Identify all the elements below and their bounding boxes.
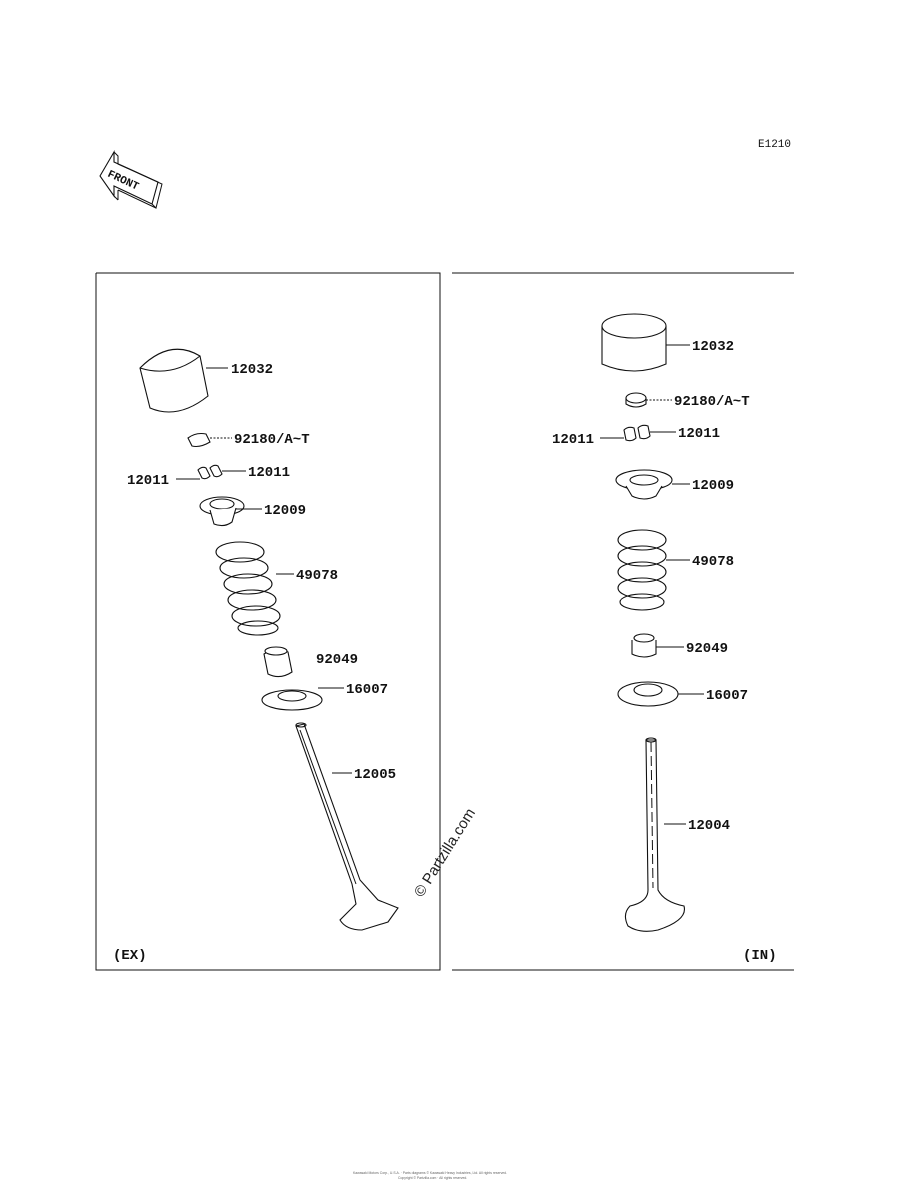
in-valve-icon xyxy=(624,737,686,932)
intake-panel xyxy=(452,272,794,971)
ex-valve-seat-icon xyxy=(261,689,323,711)
ex-valve-icon xyxy=(295,722,399,931)
in-label-12011-left: 12011 xyxy=(552,432,594,448)
ex-label-16007: 16007 xyxy=(346,682,388,698)
footer-line-1: Kawasaki Motors Corp., U.S.A. · Parts di… xyxy=(353,1171,507,1175)
ex-retainer-icon xyxy=(199,496,245,527)
in-cotter-icon xyxy=(623,424,651,442)
in-shim-icon xyxy=(625,392,647,408)
ex-label-12009: 12009 xyxy=(264,503,306,519)
in-spring-icon xyxy=(617,529,667,611)
ex-spring-icon xyxy=(215,541,281,636)
in-retainer-icon xyxy=(615,469,673,500)
ex-cotter-icon xyxy=(197,464,223,480)
ex-label-12011-right: 12011 xyxy=(248,465,290,481)
in-seal-icon xyxy=(631,633,657,658)
ex-shim-icon xyxy=(187,432,211,448)
in-tappet-icon xyxy=(601,313,667,372)
in-panel-label: (IN) xyxy=(743,948,777,964)
ex-label-12005: 12005 xyxy=(354,767,396,783)
diagram-code: E1210 xyxy=(758,139,791,151)
ex-label-49078: 49078 xyxy=(296,568,338,584)
ex-label-12032: 12032 xyxy=(231,362,273,378)
exhaust-panel xyxy=(95,272,441,971)
in-label-12032: 12032 xyxy=(692,339,734,355)
in-label-12004: 12004 xyxy=(688,818,730,834)
in-label-12009: 12009 xyxy=(692,478,734,494)
ex-seal-icon xyxy=(263,646,293,678)
front-arrow-icon: FRONT xyxy=(99,149,163,209)
ex-panel-label: (EX) xyxy=(113,948,147,964)
footer-line-2: Copyright © Partzilla.com · All rights r… xyxy=(398,1176,467,1180)
in-label-92049: 92049 xyxy=(686,641,728,657)
in-valve-seat-icon xyxy=(617,681,679,707)
in-label-16007: 16007 xyxy=(706,688,748,704)
in-label-49078: 49078 xyxy=(692,554,734,570)
in-label-92180: 92180/A~T xyxy=(674,394,750,410)
ex-tappet-icon xyxy=(139,348,209,413)
ex-label-12011-left: 12011 xyxy=(127,473,169,489)
in-label-12011-right: 12011 xyxy=(678,426,720,442)
ex-label-92180: 92180/A~T xyxy=(234,432,310,448)
watermark: © Partzilla.com xyxy=(411,805,479,900)
ex-label-92049: 92049 xyxy=(316,652,358,668)
